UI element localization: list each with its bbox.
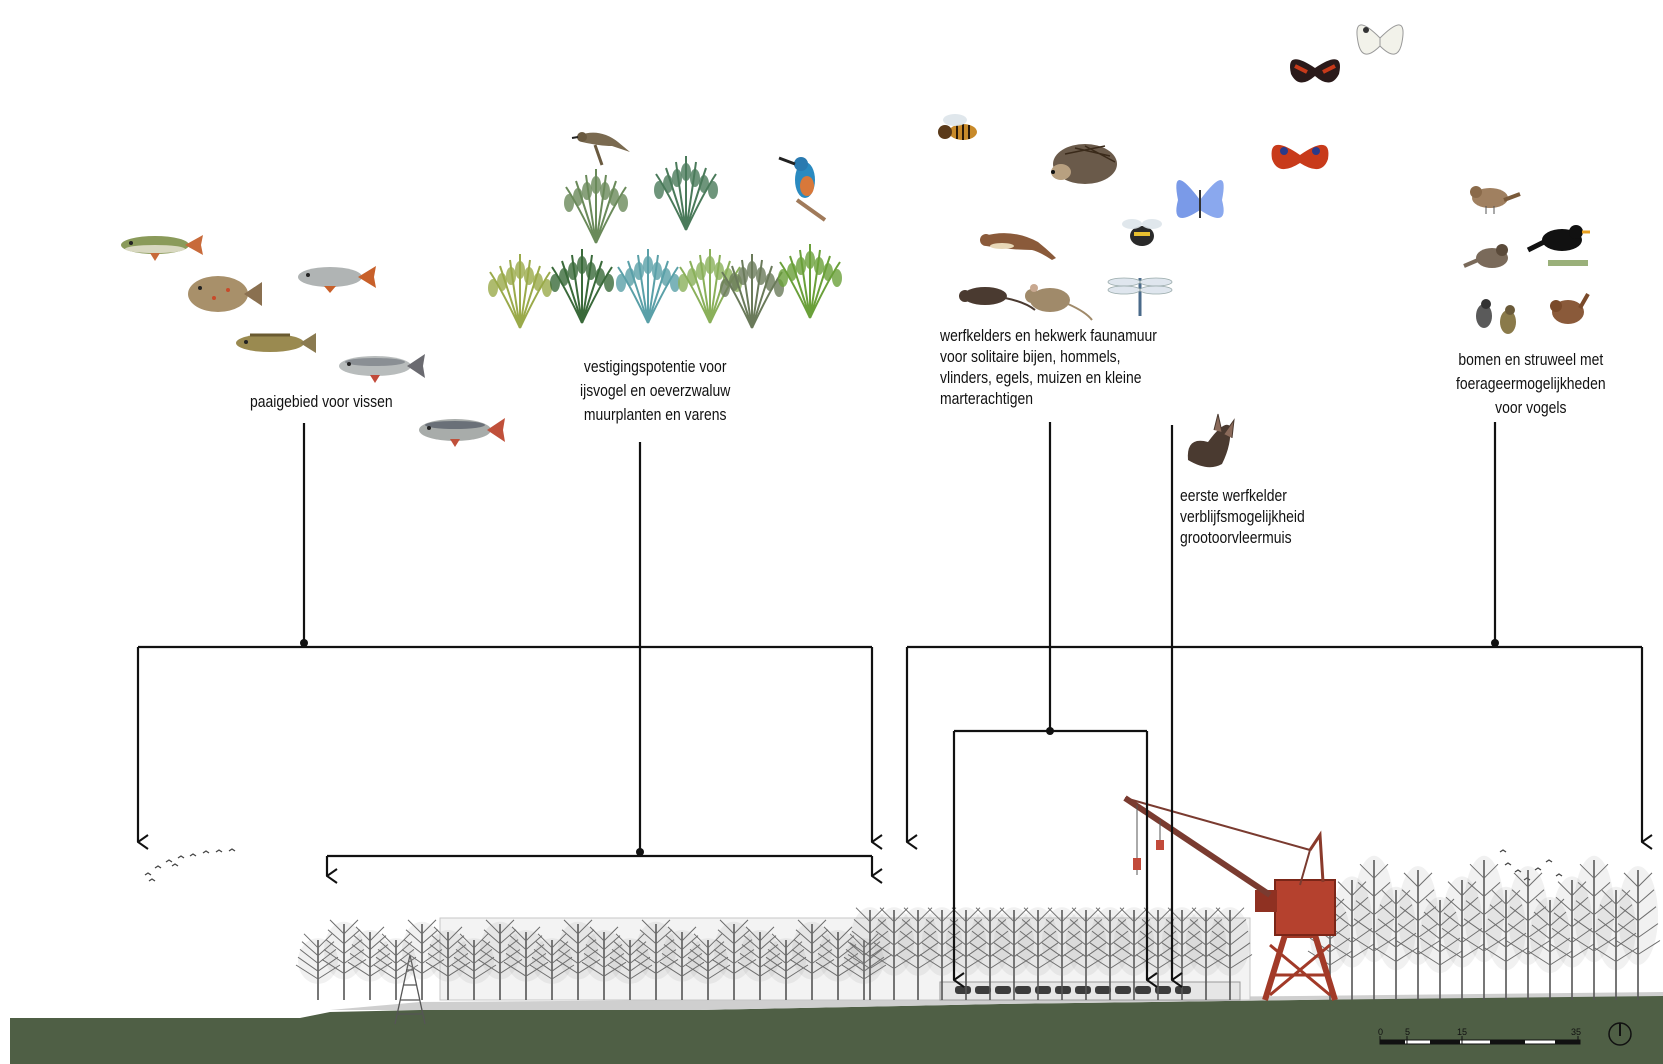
mammal-icon [1025, 284, 1092, 320]
label-line: eerste werfkelder [1180, 485, 1305, 506]
fish-icon [188, 276, 262, 312]
plant-icon [488, 254, 552, 328]
label-line: verblijfsmogelijkheid [1180, 506, 1305, 527]
label-line: marterachtigen [940, 388, 1157, 409]
mammal-icon [1051, 144, 1117, 184]
butterfly-icon [1272, 145, 1329, 169]
fish-icon [298, 266, 376, 293]
plant-icon [616, 249, 680, 323]
label-line: muurplanten en varens [580, 404, 730, 425]
label-line: voor vogels [1456, 397, 1606, 418]
bird-icon [779, 157, 825, 220]
plant-icon [654, 156, 718, 230]
fish-icon [121, 235, 203, 261]
bird-icon [1470, 186, 1520, 214]
bird-icon [1500, 305, 1516, 334]
bird-icon [1550, 294, 1588, 324]
butterfly-icon [1176, 180, 1223, 218]
plant-icon [550, 249, 614, 323]
scale-tick-label: 35 [1571, 1027, 1581, 1037]
label-line: ijsvogel en oeverzwaluw [580, 380, 730, 401]
scale-tick-label: 15 [1457, 1027, 1467, 1037]
label-line: vlinders, egels, muizen en kleine [940, 367, 1157, 388]
bird-icon [1464, 244, 1508, 268]
label-fauna-wall: werfkelders en hekwerk faunamuur voor so… [940, 325, 1157, 409]
tree-icon [1616, 866, 1660, 1000]
plant-icon [564, 169, 628, 243]
insect-icon [1122, 219, 1162, 246]
bird-icon [1476, 299, 1492, 328]
butterfly-icon [1357, 25, 1403, 54]
label-line: voor solitaire bijen, hommels, [940, 346, 1157, 367]
label-birds: bomen en struweel met foerageermogelijkh… [1456, 349, 1606, 418]
label-line: grootoorvleermuis [1180, 527, 1305, 548]
plant-icon [778, 244, 842, 318]
fish-icon [419, 418, 505, 447]
mammal-icon [980, 233, 1056, 260]
plant-group [488, 156, 842, 328]
label-line: foerageermogelijkheden [1456, 373, 1606, 394]
fish-group [121, 235, 505, 447]
fish-icon [339, 354, 425, 383]
bird-icon [1528, 225, 1590, 266]
label-line: paaigebied voor vissen [250, 391, 393, 412]
bat-icon [1188, 414, 1234, 467]
mammal-icon [959, 287, 1035, 310]
bird-group-trees [1464, 186, 1590, 334]
insect-icon [1108, 278, 1172, 316]
label-line: vestigingspotentie voor [580, 356, 730, 377]
label-line: bomen en struweel met [1456, 349, 1606, 370]
insect-icon [938, 114, 977, 140]
label-line: werfkelders en hekwerk faunamuur [940, 325, 1157, 346]
label-plants: vestigingspotentie voor ijsvogel en oeve… [580, 356, 730, 425]
butterfly-icon [1290, 59, 1340, 82]
scale-tick-label: 0 [1378, 1027, 1383, 1037]
bird-flock-left [145, 849, 235, 881]
scale-tick-label: 5 [1405, 1027, 1410, 1037]
label-fish: paaigebied voor vissen [250, 391, 393, 412]
label-bat: eerste werfkelder verblijfsmogelijkheid … [1180, 485, 1305, 548]
bird-icon [572, 132, 630, 165]
fish-icon [236, 333, 316, 353]
